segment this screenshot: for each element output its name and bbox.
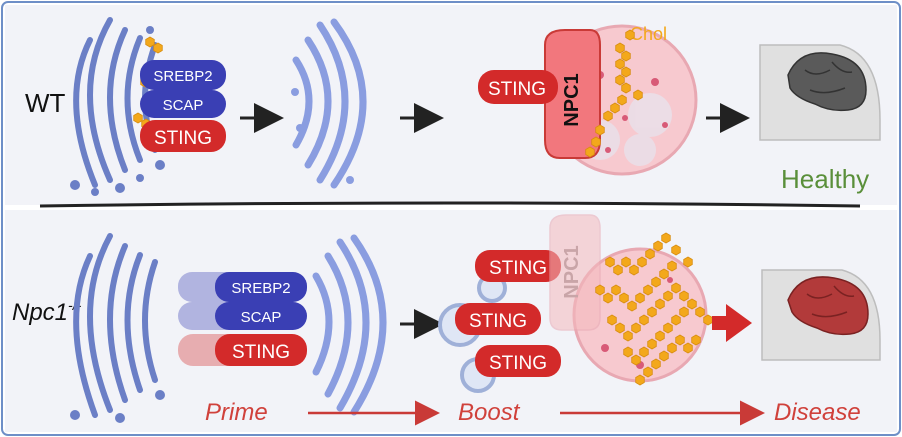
genotype-label-npc1: Npc1-/- <box>12 297 82 326</box>
scap-label: SCAP <box>163 97 204 114</box>
sting-boost-label-2: STING <box>469 311 527 332</box>
stage-disease: Disease <box>774 399 861 426</box>
sting-boost-1 <box>475 250 561 282</box>
brain-icon <box>761 269 881 361</box>
er-vesicles-top <box>70 26 165 196</box>
sting-boost-label-1: STING <box>489 258 547 279</box>
srebp2-label: SREBP2 <box>153 68 212 85</box>
sting-label-er: STING <box>154 128 212 149</box>
outcome-healthy: Healthy <box>781 164 869 194</box>
sting-boost-3 <box>475 345 561 377</box>
golgi-icon <box>312 234 387 416</box>
sting-label-lyso: STING <box>488 79 546 100</box>
golgi-vesicles-top <box>291 88 354 184</box>
npc1-label-faded: NPC1 <box>561 245 583 298</box>
genotype-label-wt: WT <box>25 88 66 118</box>
srebp2-protein-b <box>215 272 307 302</box>
sting-protein-lyso <box>478 70 558 104</box>
scap-label-b: SCAP <box>241 309 282 326</box>
scap-protein-b <box>215 302 307 330</box>
er-vesicles-bottom <box>70 390 165 423</box>
er-icon <box>73 233 158 418</box>
arrow-icon <box>712 304 752 342</box>
npc1-label: NPC1 <box>561 73 583 126</box>
stage-prime: Prime <box>205 399 268 426</box>
sting-protein-er <box>140 120 226 152</box>
srebp2-protein <box>140 60 226 90</box>
chol-label: Chol <box>630 24 667 44</box>
sting-label-b: STING <box>232 342 290 363</box>
sting-protein-b <box>215 334 307 366</box>
brain-icon <box>759 44 881 141</box>
sting-boost-label-3: STING <box>489 353 547 374</box>
srebp2-label-b: SREBP2 <box>231 280 290 297</box>
sting-boost-2 <box>455 303 541 335</box>
scap-protein <box>140 90 226 118</box>
golgi-icon <box>292 18 367 189</box>
npc1-faded <box>549 214 601 331</box>
panel-divider <box>39 201 861 208</box>
stage-boost: Boost <box>458 399 521 426</box>
